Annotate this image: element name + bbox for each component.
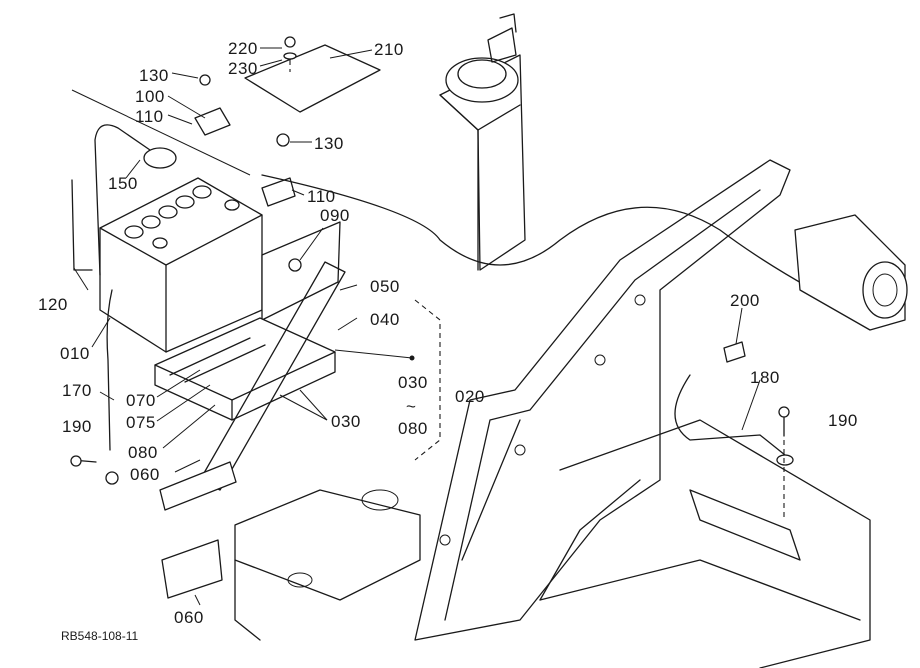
terminal-cover [244, 44, 381, 113]
bolt-head-190 [70, 455, 82, 467]
battery-tray [154, 317, 336, 421]
battery-cable-negative [106, 289, 113, 451]
bolt-head-190-right [778, 406, 790, 418]
nut-130-left [199, 74, 211, 86]
label-040: 040 [370, 310, 400, 329]
coolant-tank [439, 13, 526, 271]
label-190-right: 190 [828, 411, 858, 430]
starter-motor [794, 214, 908, 331]
starter-cable [261, 174, 811, 289]
label-070: 070 [126, 391, 156, 410]
washer [283, 52, 297, 60]
label-060-upper: 060 [130, 465, 160, 484]
label-110-left: 110 [135, 107, 164, 126]
terminal-cap [143, 147, 177, 169]
clip [261, 177, 296, 207]
label-190-left: 190 [62, 417, 92, 436]
nut [284, 36, 296, 48]
label-030: 030 [331, 412, 361, 431]
bolt-200 [723, 341, 746, 363]
label-060-lower: 060 [174, 608, 204, 627]
label-230: 230 [228, 59, 258, 78]
leader-040 [334, 349, 413, 359]
label-010: 010 [60, 344, 90, 363]
label-tilde: ~ [406, 397, 417, 416]
label-080-group: 080 [398, 419, 428, 438]
bracket-060-lower [161, 539, 223, 599]
label-150: 150 [108, 174, 138, 193]
label-130-left: 130 [139, 66, 169, 85]
bolt-090 [288, 258, 302, 272]
label-080: 080 [128, 443, 158, 462]
label-090: 090 [320, 206, 350, 225]
label-120: 120 [38, 295, 68, 314]
cable-lug [776, 454, 794, 466]
label-030-group: 030 [398, 373, 428, 392]
label-110-right: 110 [307, 187, 336, 206]
cable-eye [105, 471, 119, 485]
label-020: 020 [455, 387, 485, 406]
label-075: 075 [126, 413, 156, 432]
lower-chassis [234, 419, 871, 668]
group-bracket [414, 299, 441, 461]
label-200: 200 [730, 291, 760, 310]
label-170: 170 [62, 381, 92, 400]
label-180: 180 [750, 368, 780, 387]
label-130-right: 130 [314, 134, 344, 153]
battery-cable-positive [94, 124, 151, 276]
label-100: 100 [135, 87, 165, 106]
main-frame [414, 159, 791, 641]
hold-bolt [71, 179, 93, 271]
leader-dot [409, 355, 415, 361]
leader-lines [73, 47, 761, 606]
ground-cable [674, 374, 786, 456]
battery-holder [261, 221, 341, 321]
label-050: 050 [370, 277, 400, 296]
terminal-bracket [194, 107, 231, 136]
battery [99, 177, 263, 353]
label-210: 210 [374, 40, 404, 59]
drawing-code: RB548-108-11 [61, 629, 139, 643]
bracket-060-upper [159, 461, 237, 511]
hold-rod [71, 89, 251, 176]
label-220: 220 [228, 39, 258, 58]
nut-130-right [276, 133, 290, 147]
